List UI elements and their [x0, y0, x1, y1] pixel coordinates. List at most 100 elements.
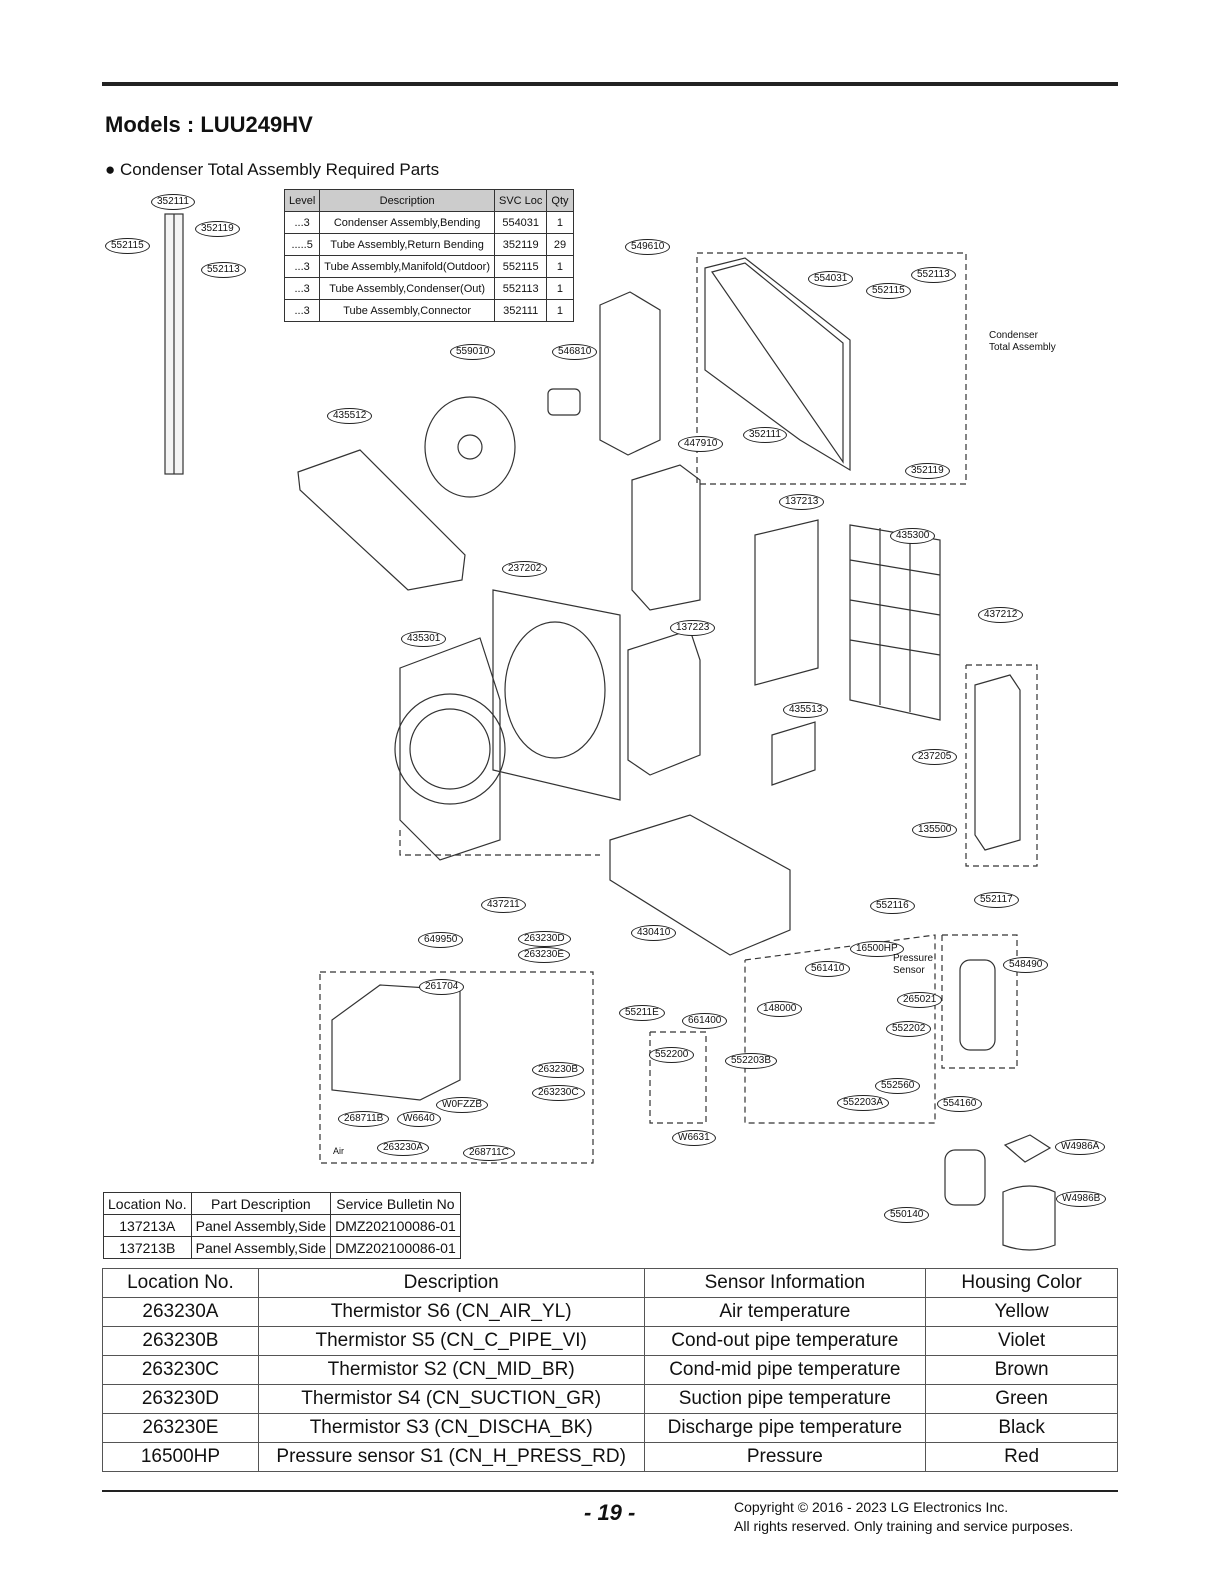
callout-label: 554160: [937, 1096, 983, 1112]
level-cell: ...3: [283, 255, 321, 278]
callout-label: 552203A: [837, 1095, 890, 1111]
sensor-info-table: Location No. Description Sensor Informat…: [102, 1268, 1118, 1472]
callout-label: 263230C: [532, 1085, 585, 1101]
callout-label: 649950: [418, 932, 464, 948]
callout-label: 552117: [974, 892, 1019, 908]
part-cell: Panel Assembly,Side: [190, 1214, 332, 1237]
callout-label: 435512: [327, 408, 373, 424]
callout-label: W0FZZB: [436, 1097, 488, 1113]
callout-label: 552115: [866, 283, 911, 299]
qty-cell: 1: [546, 277, 574, 300]
housing-color-cell: Red: [925, 1442, 1118, 1472]
page-title: Models : LUU249HV: [105, 112, 313, 137]
callout-label: 447910: [678, 436, 724, 452]
qty-cell: 1: [546, 299, 574, 322]
level-cell: ...3: [283, 299, 321, 322]
location-cell: 16500HP: [102, 1442, 259, 1472]
callout-label: 137223: [670, 620, 716, 636]
sensor-info-cell: Cond-mid pipe temperature: [643, 1355, 927, 1385]
svc-loc-cell: 552115: [493, 255, 548, 278]
qty-cell: 1: [546, 255, 574, 278]
callout-label: 261704: [419, 979, 465, 995]
sensor-info-cell: Pressure: [643, 1442, 927, 1472]
housing-color-cell: Brown: [925, 1355, 1118, 1385]
air-note: Air: [333, 1146, 344, 1156]
callout-label: 265021: [897, 992, 943, 1008]
description-cell: Tube Assembly,Manifold(Outdoor): [319, 255, 495, 278]
description-cell: Pressure sensor S1 (CN_H_PRESS_RD): [257, 1442, 645, 1472]
callout-label: 546810: [552, 344, 598, 360]
housing-color-cell: Black: [925, 1413, 1118, 1443]
sensor-header-color: Housing Color: [925, 1268, 1118, 1298]
qty-cell: 1: [546, 211, 574, 234]
sensor-header-location: Location No.: [102, 1268, 259, 1298]
parts-header-description: Description: [319, 189, 495, 212]
description-cell: Thermistor S5 (CN_C_PIPE_VI): [257, 1326, 645, 1356]
callout-label: 435513: [783, 702, 829, 718]
callout-label: 559010: [450, 344, 496, 360]
description-cell: Condenser Assembly,Bending: [319, 211, 495, 234]
callout-label: 352119: [905, 463, 950, 479]
bottom-rule: [102, 1490, 1118, 1492]
parts-header-svc-loc: SVC Loc: [493, 189, 548, 212]
callout-label: 552202: [886, 1021, 932, 1037]
callout-label: 552113: [201, 262, 246, 278]
pressure-sensor-note: Pressure Sensor: [893, 953, 934, 976]
callout-label: 554031: [808, 271, 854, 287]
description-cell: Thermistor S3 (CN_DISCHA_BK): [257, 1413, 645, 1443]
callout-label: 135500: [912, 822, 958, 838]
location-cell: 137213A: [103, 1214, 192, 1237]
callout-label: 437212: [978, 607, 1024, 623]
description-cell: Tube Assembly,Connector: [319, 299, 495, 322]
description-cell: Thermistor S2 (CN_MID_BR): [257, 1355, 645, 1385]
callout-label: 352111: [151, 194, 195, 210]
parts-header-qty: Qty: [546, 189, 574, 212]
condenser-total-note: Condenser Total Assembly: [989, 330, 1056, 353]
level-cell: .....5: [283, 233, 321, 256]
callout-label: 552200: [649, 1047, 695, 1063]
callout-label: 268711C: [463, 1145, 515, 1161]
level-cell: ...3: [283, 211, 321, 234]
sensor-info-cell: Cond-out pipe temperature: [643, 1326, 927, 1356]
svc-loc-cell: 352111: [493, 299, 548, 322]
copyright-line-2: All rights reserved. Only training and s…: [734, 1518, 1074, 1534]
svc-loc-cell: 352119: [493, 233, 548, 256]
callout-label: W6631: [672, 1130, 716, 1146]
level-cell: ...3: [283, 277, 321, 300]
callout-label: 148000: [757, 1001, 803, 1017]
service-bulletin-table: Location No. Part Description Service Bu…: [103, 1192, 461, 1259]
top-rule: [102, 82, 1118, 86]
housing-color-cell: Violet: [925, 1326, 1118, 1356]
callout-label: 263230D: [518, 931, 571, 947]
location-cell: 263230D: [102, 1384, 259, 1414]
callout-label: 55211E: [619, 1005, 665, 1021]
callout-label: 435301: [401, 631, 447, 647]
page-number: - 19 -: [584, 1500, 636, 1525]
callout-label: 552113: [911, 267, 956, 283]
callout-label: 435300: [890, 528, 936, 544]
callout-label: W4986B: [1056, 1191, 1107, 1207]
bulletin-cell: DMZ202100086-01: [330, 1214, 461, 1237]
sensor-header-description: Description: [257, 1268, 645, 1298]
housing-color-cell: Yellow: [925, 1297, 1118, 1327]
callout-label: 549610: [625, 239, 671, 255]
sb-header-location: Location No.: [103, 1192, 192, 1215]
part-cell: Panel Assembly,Side: [190, 1236, 332, 1259]
callout-label: W6640: [397, 1111, 441, 1127]
callout-label: 561410: [805, 961, 851, 977]
callout-label: 263230A: [377, 1140, 430, 1156]
callout-label: 352119: [195, 221, 240, 237]
description-cell: Tube Assembly,Condenser(Out): [319, 277, 495, 300]
housing-color-cell: Green: [925, 1384, 1118, 1414]
sb-header-bulletin: Service Bulletin No: [330, 1192, 461, 1215]
